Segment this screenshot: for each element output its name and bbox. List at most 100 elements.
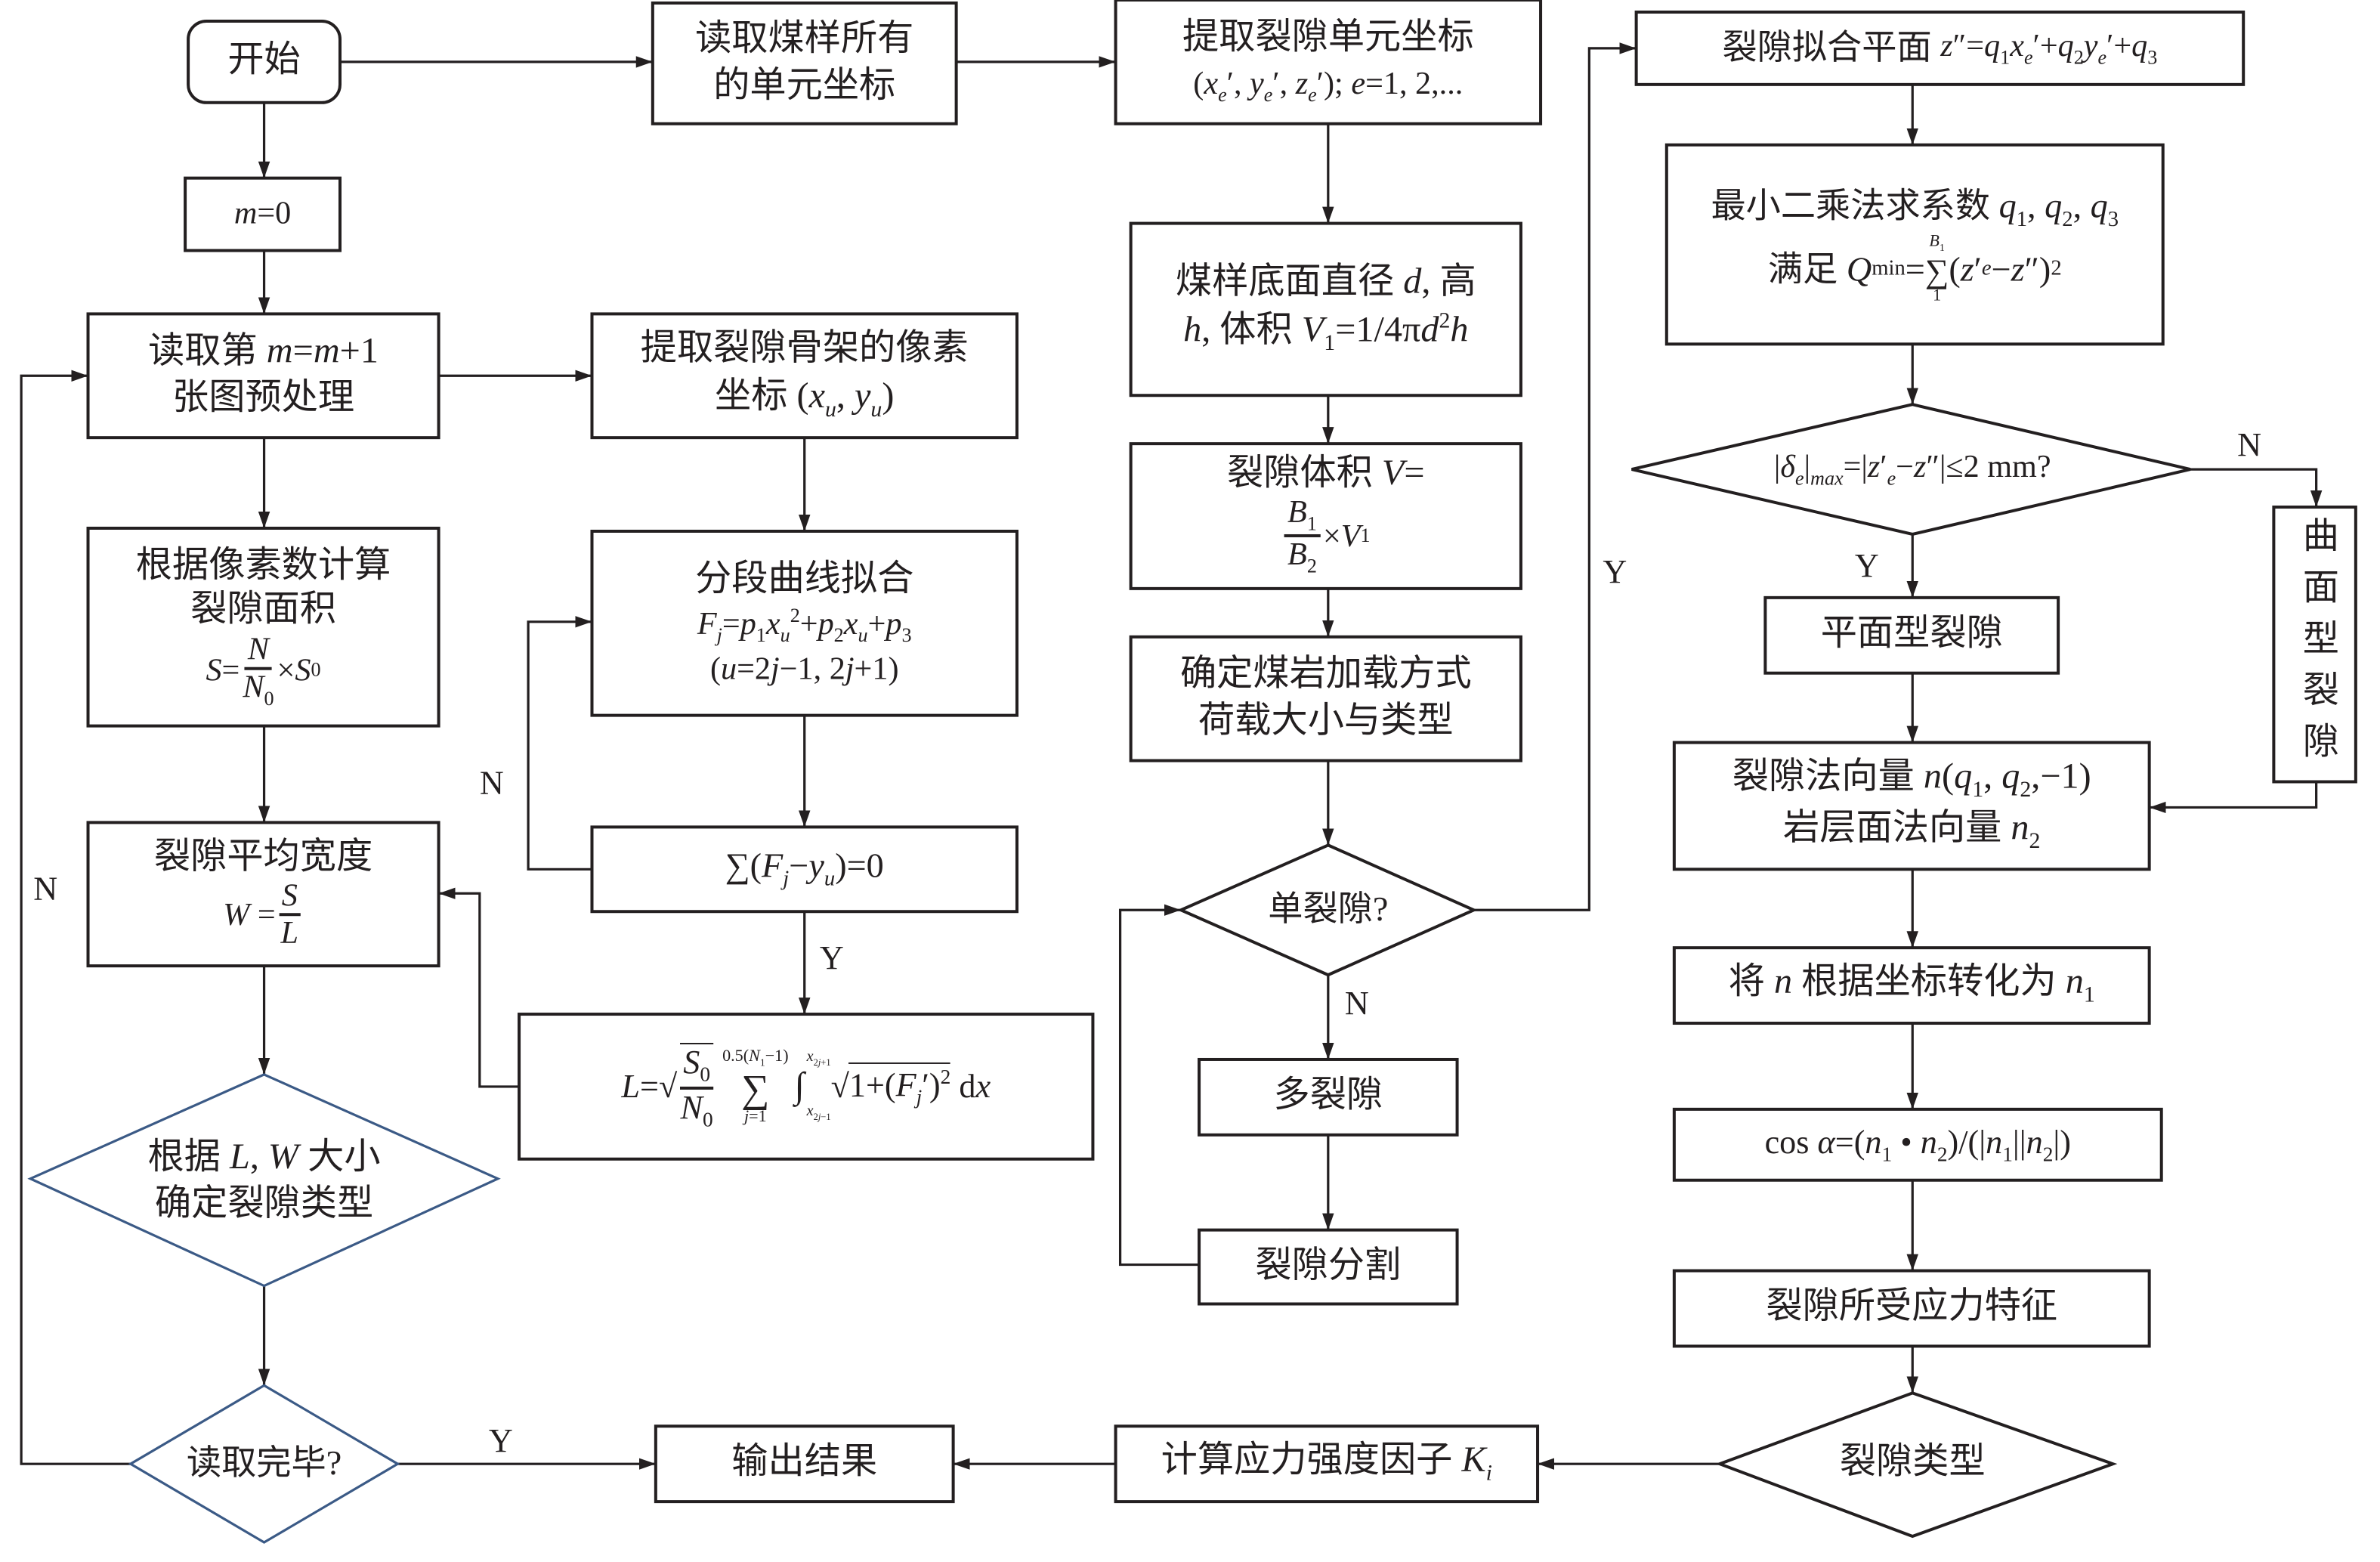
edge-deviation-no-to-curved [2190, 468, 2323, 508]
normal-vectors-line1: 裂隙法向量 n(q1, q2,−1) [1732, 757, 2091, 803]
crack-type-node[interactable]: 裂隙类型 [1791, 1434, 2034, 1494]
extract-skeleton-line2-cn: 坐标 [715, 376, 788, 416]
stress-features-shape [1672, 1269, 2151, 1348]
compute-k-node[interactable]: 计算应力强度因子 Ki [1116, 1426, 1538, 1502]
curved-crack-shape [2272, 506, 2357, 784]
extract-unit-coords-line1: 提取裂隙单元坐标 [1182, 18, 1474, 58]
read-all-coords-line1: 读取煤样所有 [695, 19, 914, 59]
extract-skeleton-shape [590, 312, 1018, 440]
plane-fit-node[interactable]: 裂隙拟合平面 z″=q1xe′+q2ye′+q3 [1637, 12, 2244, 85]
deviation-check-formula: |δe|max=|z′e−z″|≤2 mm? [1773, 448, 2051, 490]
read-all-coords-node[interactable]: 读取煤样所有 的单元坐标 [653, 3, 957, 124]
crack-volume-shape [1129, 442, 1522, 590]
sum-upper: B1 [1929, 232, 1945, 255]
single-crack-shape [1176, 843, 1478, 977]
init-m-shape [184, 176, 342, 252]
multi-crack-shape [1198, 1057, 1459, 1137]
edge-length-to-width [438, 887, 520, 1088]
calc-area-line1: 根据像素数计算 [135, 546, 391, 586]
least-squares-line1: 最小二乘法求系数 q1, q2, q3 [1711, 187, 2119, 232]
read-done-node[interactable]: 读取完毕? [158, 1437, 370, 1491]
extract-unit-coords-shape [1114, 0, 1543, 125]
curved-crack-label: 曲面型裂隙 [2295, 516, 2335, 773]
piecewise-fit-node[interactable]: 分段曲线拟合 Fj=p1xu2+p2xu+p3 (u=2j−1, 2j+1) [592, 531, 1017, 716]
cos-alpha-formula: cos α=(n1 • n2)/(|n1||n2|) [1764, 1122, 2071, 1166]
classify-lw-shape [27, 1073, 501, 1288]
init-m-node[interactable]: m=0 [185, 178, 340, 251]
compute-k-label: 计算应力强度因子 Ki [1161, 1441, 1492, 1486]
label-single-yes: Y [1603, 552, 1627, 590]
output-shape [654, 1424, 955, 1504]
edge-residual-no-loop [527, 616, 592, 871]
residual-check-node[interactable]: ∑(Fj−yu)=0 [592, 827, 1017, 911]
single-crack-node[interactable]: 单裂隙? [1214, 880, 1442, 940]
start-node[interactable]: 开始 [188, 21, 340, 103]
init-m-formula: m=0 [233, 195, 292, 232]
extract-skeleton-node[interactable]: 提取裂隙骨架的像素 坐标 (xu, yu) [592, 314, 1017, 438]
planar-crack-node[interactable]: 平面型裂隙 [1765, 598, 2058, 673]
start-shape [187, 19, 342, 104]
extract-unit-coords-node[interactable]: 提取裂隙单元坐标 (xe′, ye′, ze′); e=1, 2,... [1116, 0, 1541, 124]
deviation-check-node[interactable]: |δe|max=|z′e−z″|≤2 mm? [1685, 435, 2140, 504]
crack-type-label: 裂隙类型 [1839, 1443, 1986, 1483]
piecewise-fit-formula: Fj=p1xu2+p2xu+p3 [697, 603, 912, 646]
read-image-shape [86, 312, 440, 440]
sample-dims-line1-cn: 煤样底面直径 [1175, 263, 1395, 303]
least-squares-line2-cn: 满足 [1767, 249, 1838, 288]
normal-vectors-line2-cn: 岩层面法向量 [1783, 809, 2002, 849]
piecewise-fit-shape [590, 529, 1018, 717]
output-node[interactable]: 输出结果 [656, 1426, 954, 1502]
multi-crack-label: 多裂隙 [1273, 1076, 1383, 1116]
compute-k-shape [1114, 1424, 1540, 1504]
sample-dims-shape [1129, 221, 1522, 397]
sum-operator: 0.5(N1−1)∑j=1 [722, 1046, 789, 1125]
least-squares-shape [1664, 143, 2165, 346]
single-crack-label: 单裂隙? [1268, 890, 1389, 929]
crack-split-node[interactable]: 裂隙分割 [1199, 1230, 1457, 1304]
label-done-yes: Y [488, 1421, 513, 1460]
normal-vectors-node[interactable]: 裂隙法向量 n(q1, q2,−1) 岩层面法向量 n2 [1674, 743, 2150, 870]
read-image-node[interactable]: 读取第 m=m+1 张图预处理 [88, 314, 439, 438]
extract-skeleton-line2: 坐标 (xu, yu) [715, 376, 895, 422]
edge-curved-to-normal [2149, 781, 2318, 814]
length-formula-shape [518, 1013, 1095, 1161]
label-residual-yes: Y [819, 939, 844, 977]
label-residual-no: N [479, 763, 504, 802]
least-squares-line1-cn: 最小二乘法求系数 [1711, 187, 1991, 225]
cos-alpha-shape [1672, 1107, 2163, 1182]
sample-dims-line1: 煤样底面直径 d, 高 [1175, 263, 1476, 303]
output-label: 输出结果 [731, 1443, 878, 1483]
curved-crack-node[interactable]: 曲面型裂隙 [2273, 507, 2355, 781]
crack-split-label: 裂隙分割 [1255, 1246, 1402, 1286]
node-shapes [27, 0, 2357, 1544]
crack-split-shape [1198, 1228, 1459, 1306]
cos-alpha-node[interactable]: cos α=(n1 • n2)/(|n1||n2|) [1674, 1109, 2162, 1180]
classify-lw-node[interactable]: 根据 L, W 大小 确定裂隙类型 [91, 1129, 437, 1235]
loading-node[interactable]: 确定煤岩加载方式 荷载大小与类型 [1131, 637, 1521, 761]
edge-split-loop [1118, 904, 1200, 1267]
piecewise-fit-line1: 分段曲线拟合 [695, 559, 914, 599]
convert-n-label: 将 n 根据坐标转化为 n1 [1728, 963, 2095, 1008]
classify-lw-line2: 确定裂隙类型 [154, 1184, 374, 1224]
multi-crack-node[interactable]: 多裂隙 [1199, 1059, 1457, 1135]
crack-volume-line1: 裂隙体积 V= [1227, 454, 1425, 494]
sample-dims-node[interactable]: 煤样底面直径 d, 高 h, 体积 V1=1/4πd2h [1131, 224, 1521, 396]
stress-features-node[interactable]: 裂隙所受应力特征 [1674, 1271, 2150, 1347]
read-done-shape [128, 1384, 400, 1544]
label-done-no: N [33, 869, 58, 908]
loading-line2: 荷载大小与类型 [1198, 701, 1454, 741]
normal-vectors-shape [1672, 741, 2151, 871]
read-image-line1: 读取第 m=m+1 [148, 331, 379, 371]
convert-n-node[interactable]: 将 n 根据坐标转化为 n1 [1674, 948, 2150, 1023]
read-done-label: 读取完毕? [186, 1444, 342, 1483]
avg-width-shape [86, 821, 440, 968]
